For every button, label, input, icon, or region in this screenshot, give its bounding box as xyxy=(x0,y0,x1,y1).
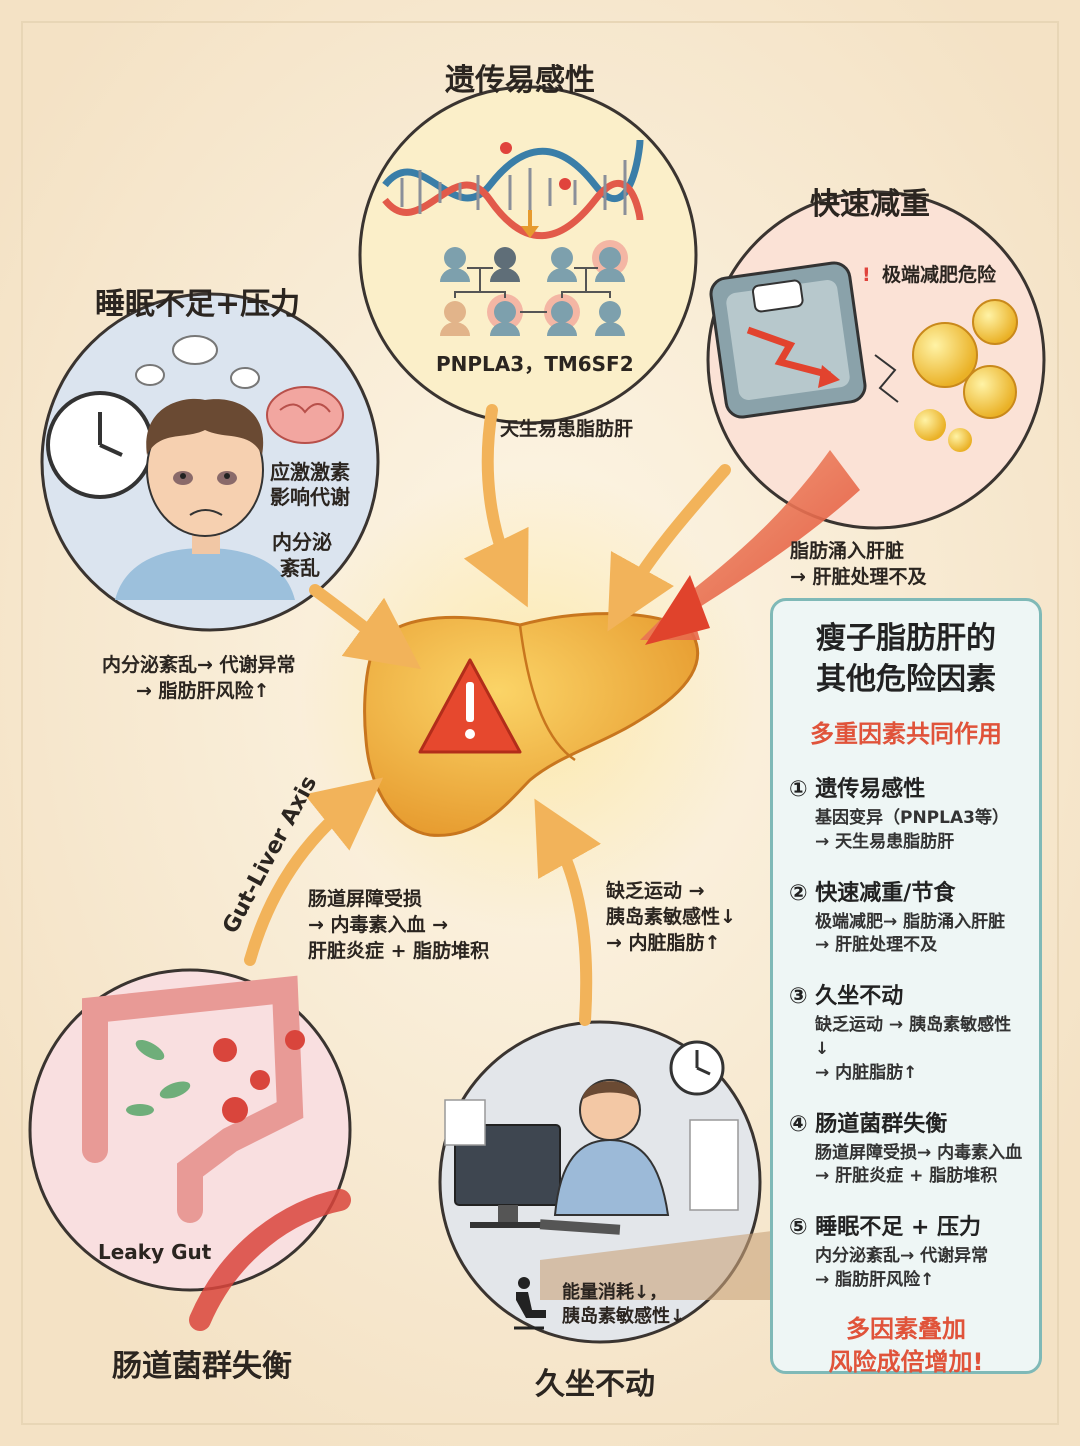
sedentary-caption-1: 能量消耗↓， xyxy=(562,1282,668,1303)
panel-item-line: 极端减肥→ 脂肪涌入肝脏 xyxy=(815,911,1006,932)
panel-item-line: 内分泌紊乱→ 代谢异常 xyxy=(815,1246,989,1267)
arrow-genetic-to-liver xyxy=(463,404,529,608)
panel-item-line: → 天生易患脂肪肝 xyxy=(815,831,955,852)
scale-icon xyxy=(709,261,867,419)
panel-footer: 多因素叠加 风险成倍增加! xyxy=(789,1313,1023,1380)
panel-subtitle: 多重因素共同作用 xyxy=(810,720,1002,748)
weight-loss-title: 快速减重 xyxy=(810,187,930,222)
genetic-circle xyxy=(358,85,698,425)
bacteria-icon xyxy=(126,1030,305,1123)
gut-circle xyxy=(28,968,352,1331)
panel-item-heading: ③ 久坐不动 xyxy=(789,984,904,1010)
gut-note-1: 肠道屏障受损 xyxy=(308,888,423,910)
arrow-gut-to-liver xyxy=(244,777,384,966)
panel-item-line: → 肝脏处理不及 xyxy=(815,935,938,956)
sleep-title: 睡眠不足+压力 xyxy=(95,287,301,322)
gut-title: 肠道菌群失衡 xyxy=(112,1349,292,1384)
arrow-sedentary-to-liver xyxy=(534,798,601,1026)
sleep-label-1b: 影响代谢 xyxy=(270,485,350,509)
sedentary-note-1: 缺乏运动 → xyxy=(606,880,705,902)
panel-footer-line-2: 风险成倍增加! xyxy=(828,1348,984,1377)
sleep-note-2: → 脂肪肝风险↑ xyxy=(136,680,270,702)
sedentary-caption-2: 胰岛素敏感性↓ xyxy=(562,1306,686,1327)
person-worker xyxy=(553,1079,670,1216)
flow-arrows xyxy=(244,404,731,1026)
leaky-gut-label: Leaky Gut xyxy=(98,1240,212,1264)
weight-loss-warning: 极端减肥危险 xyxy=(882,264,997,286)
panel-item: ② 快速减重/节食 极端减肥→ 脂肪涌入肝脏 → 肝脏处理不及 xyxy=(789,875,1023,959)
panel-item-heading: ⑤ 睡眠不足 + 压力 xyxy=(789,1215,982,1241)
sedentary-title: 久坐不动 xyxy=(535,1367,655,1402)
panel-item-line: → 肝脏炎症 + 脂肪堆积 xyxy=(815,1166,998,1187)
genetic-genes: PNPLA3，TM6SF2 xyxy=(436,352,634,376)
intestine-icon xyxy=(82,975,304,1223)
sleep-label-1a: 应激激素 xyxy=(270,460,350,484)
stress-cloud-icon xyxy=(135,335,260,389)
brain-icon xyxy=(266,386,344,444)
panel-item-heading: ④ 肠道菌群失衡 xyxy=(789,1111,948,1137)
panel-footer-line-1: 多因素叠加 xyxy=(846,1314,966,1343)
person-stressed xyxy=(115,398,295,600)
panel-item-line: 肠道屏障受损→ 内毒素入血 xyxy=(815,1142,1023,1163)
weight-loss-circle xyxy=(706,190,1046,530)
sleep-label-2a: 内分泌 xyxy=(272,530,332,554)
clock-icon xyxy=(669,1040,725,1096)
weight-loss-note-1: 脂肪涌入肝脏 xyxy=(790,540,905,562)
sedentary-circle xyxy=(438,1020,780,1344)
fat-flow-arrowhead xyxy=(645,575,710,645)
panel-item: ① 遗传易感性 基因变异（PNPLA3等） → 天生易患脂肪肝 xyxy=(789,771,1023,855)
panel-item-heading: ② 快速减重/节食 xyxy=(789,880,956,906)
liver-illustration xyxy=(363,612,700,837)
weight-loss-note-2: → 肝脏处理不及 xyxy=(790,566,927,588)
stacked-papers xyxy=(444,1099,739,1211)
family-tree-icon xyxy=(440,240,628,336)
panel-item-line: → 内脏脂肪↑ xyxy=(815,1062,918,1083)
clock-icon xyxy=(46,391,154,499)
warning-icon xyxy=(418,658,522,754)
panel-item: ④ 肠道菌群失衡 肠道屏障受损→ 内毒素入血 → 肝脏炎症 + 脂肪堆积 xyxy=(789,1106,1023,1190)
gut-note-3: 肝脏炎症 + 脂肪堆积 xyxy=(308,940,490,962)
panel-item: ⑤ 睡眠不足 + 压力 内分泌紊乱→ 代谢异常 → 脂肪肝风险↑ xyxy=(789,1209,1023,1293)
sedentary-note-3: → 内脏脂肪↑ xyxy=(606,932,721,954)
panel-item-line: → 脂肪肝风险↑ xyxy=(815,1269,935,1290)
sleep-note-1: 内分泌紊乱→ 代谢异常 xyxy=(102,654,296,676)
summary-panel: 瘦子脂肪肝的 其他危险因素 多重因素共同作用 ① 遗传易感性 基因变异（PNPL… xyxy=(770,598,1042,1376)
person-sitting-icon xyxy=(514,1277,546,1330)
panel-item-heading: ① 遗传易感性 xyxy=(789,777,926,802)
sedentary-note-2: 胰岛素敏感性↓ xyxy=(606,906,736,928)
panel-item-line: 缺乏运动 → 胰岛素敏感性↓ xyxy=(815,1015,1012,1059)
sleep-circle xyxy=(40,292,380,632)
weight-loss-warning-mark: ! xyxy=(862,264,871,286)
panel-title-line-1: 瘦子脂肪肝的 xyxy=(816,621,996,656)
panel-title-line-2: 其他危险因素 xyxy=(816,661,996,697)
genetic-title: 遗传易感性 xyxy=(445,63,595,98)
gut-note-2: → 内毒素入血 → xyxy=(308,914,449,936)
panel-item: ③ 久坐不动 缺乏运动 → 胰岛素敏感性↓ → 内脏脂肪↑ xyxy=(789,978,1023,1085)
dna-icon xyxy=(382,139,644,240)
arrow-sleep-to-liver xyxy=(309,584,422,670)
sleep-label-2b: 紊乱 xyxy=(280,556,320,580)
genetic-note: 天生易患脂肪肝 xyxy=(500,418,634,440)
fat-cell-icon xyxy=(912,299,1018,452)
arrow-weight-to-liver xyxy=(607,464,731,632)
panel-title: 瘦子脂肪肝的 其他危险因素 xyxy=(789,619,1023,700)
panel-item-line: 基因变异（PNPLA3等） xyxy=(815,808,1009,828)
